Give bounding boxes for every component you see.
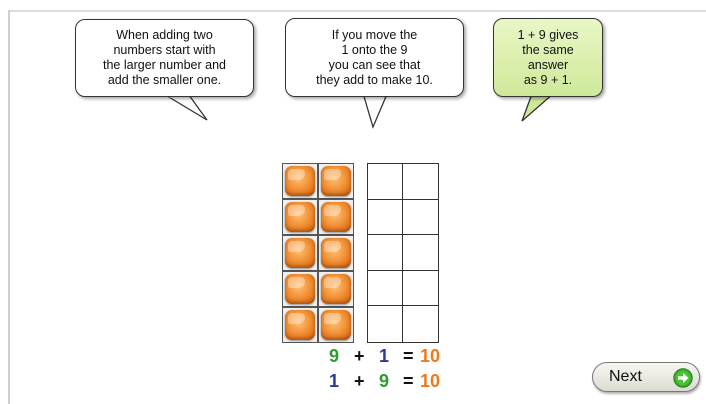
next-button[interactable]: Next bbox=[592, 362, 700, 392]
addend-b: 1 bbox=[379, 346, 390, 366]
empty-cell bbox=[403, 235, 438, 271]
plus-sign: + bbox=[354, 346, 365, 366]
tip-bubble-commutative: 1 + 9 gives the same answer as 9 + 1. bbox=[493, 18, 603, 97]
equation-one-plus-nine: 1 + 9 = 10 bbox=[322, 371, 452, 393]
empty-cell bbox=[368, 235, 403, 271]
empty-cell bbox=[368, 270, 403, 307]
sum-result: 10 bbox=[420, 371, 441, 391]
addend-a: 9 bbox=[329, 346, 340, 366]
frame-slot bbox=[318, 307, 354, 343]
orange-counter-icon bbox=[285, 202, 315, 232]
ten-frame-filled bbox=[282, 163, 354, 343]
equals-sign: = bbox=[403, 346, 414, 366]
orange-counter-icon bbox=[321, 166, 351, 196]
frame-slot bbox=[318, 235, 354, 271]
arrow-right-circle-icon bbox=[673, 368, 693, 388]
tip-bubble-move-one: If you move the 1 onto the 9 you can see… bbox=[285, 18, 464, 97]
frame-slot bbox=[282, 271, 318, 307]
empty-cell bbox=[403, 164, 438, 200]
frame-top-border bbox=[10, 10, 706, 12]
frame-slot bbox=[282, 199, 318, 235]
frame-slot bbox=[282, 235, 318, 271]
next-label: Next bbox=[609, 368, 642, 385]
equals-sign: = bbox=[403, 371, 414, 391]
orange-counter-icon bbox=[321, 310, 351, 340]
frame-slot bbox=[282, 163, 318, 199]
orange-counter-icon bbox=[285, 166, 315, 196]
orange-counter-icon bbox=[285, 238, 315, 268]
ten-frame-empty bbox=[367, 163, 439, 343]
orange-counter-icon bbox=[285, 274, 315, 304]
equation-nine-plus-one: 9 + 1 = 10 bbox=[322, 346, 452, 368]
empty-cell bbox=[403, 306, 438, 342]
empty-cell bbox=[403, 200, 438, 236]
frame-left-border bbox=[8, 10, 10, 404]
orange-counter-icon bbox=[285, 310, 315, 340]
addend-b: 9 bbox=[379, 371, 390, 391]
empty-cell bbox=[403, 271, 438, 307]
orange-counter-icon bbox=[321, 238, 351, 268]
tip-bubble-larger-first: When adding two numbers start with the l… bbox=[75, 19, 254, 97]
orange-counter-icon bbox=[321, 202, 351, 232]
empty-cell bbox=[368, 306, 403, 342]
frame-slot bbox=[282, 307, 318, 343]
tip-text: 1 + 9 gives the same answer as 9 + 1. bbox=[517, 27, 579, 87]
addend-a: 1 bbox=[329, 371, 340, 391]
frame-slot bbox=[318, 271, 354, 307]
orange-counter-icon bbox=[321, 274, 351, 304]
tip-text: If you move the 1 onto the 9 you can see… bbox=[316, 27, 433, 87]
sum-result: 10 bbox=[420, 346, 441, 366]
tip-text: When adding two numbers start with the l… bbox=[103, 28, 226, 87]
empty-cell bbox=[368, 164, 403, 200]
empty-cell bbox=[368, 199, 403, 236]
frame-slot bbox=[318, 163, 354, 199]
frame-slot bbox=[318, 199, 354, 235]
plus-sign: + bbox=[354, 371, 365, 391]
